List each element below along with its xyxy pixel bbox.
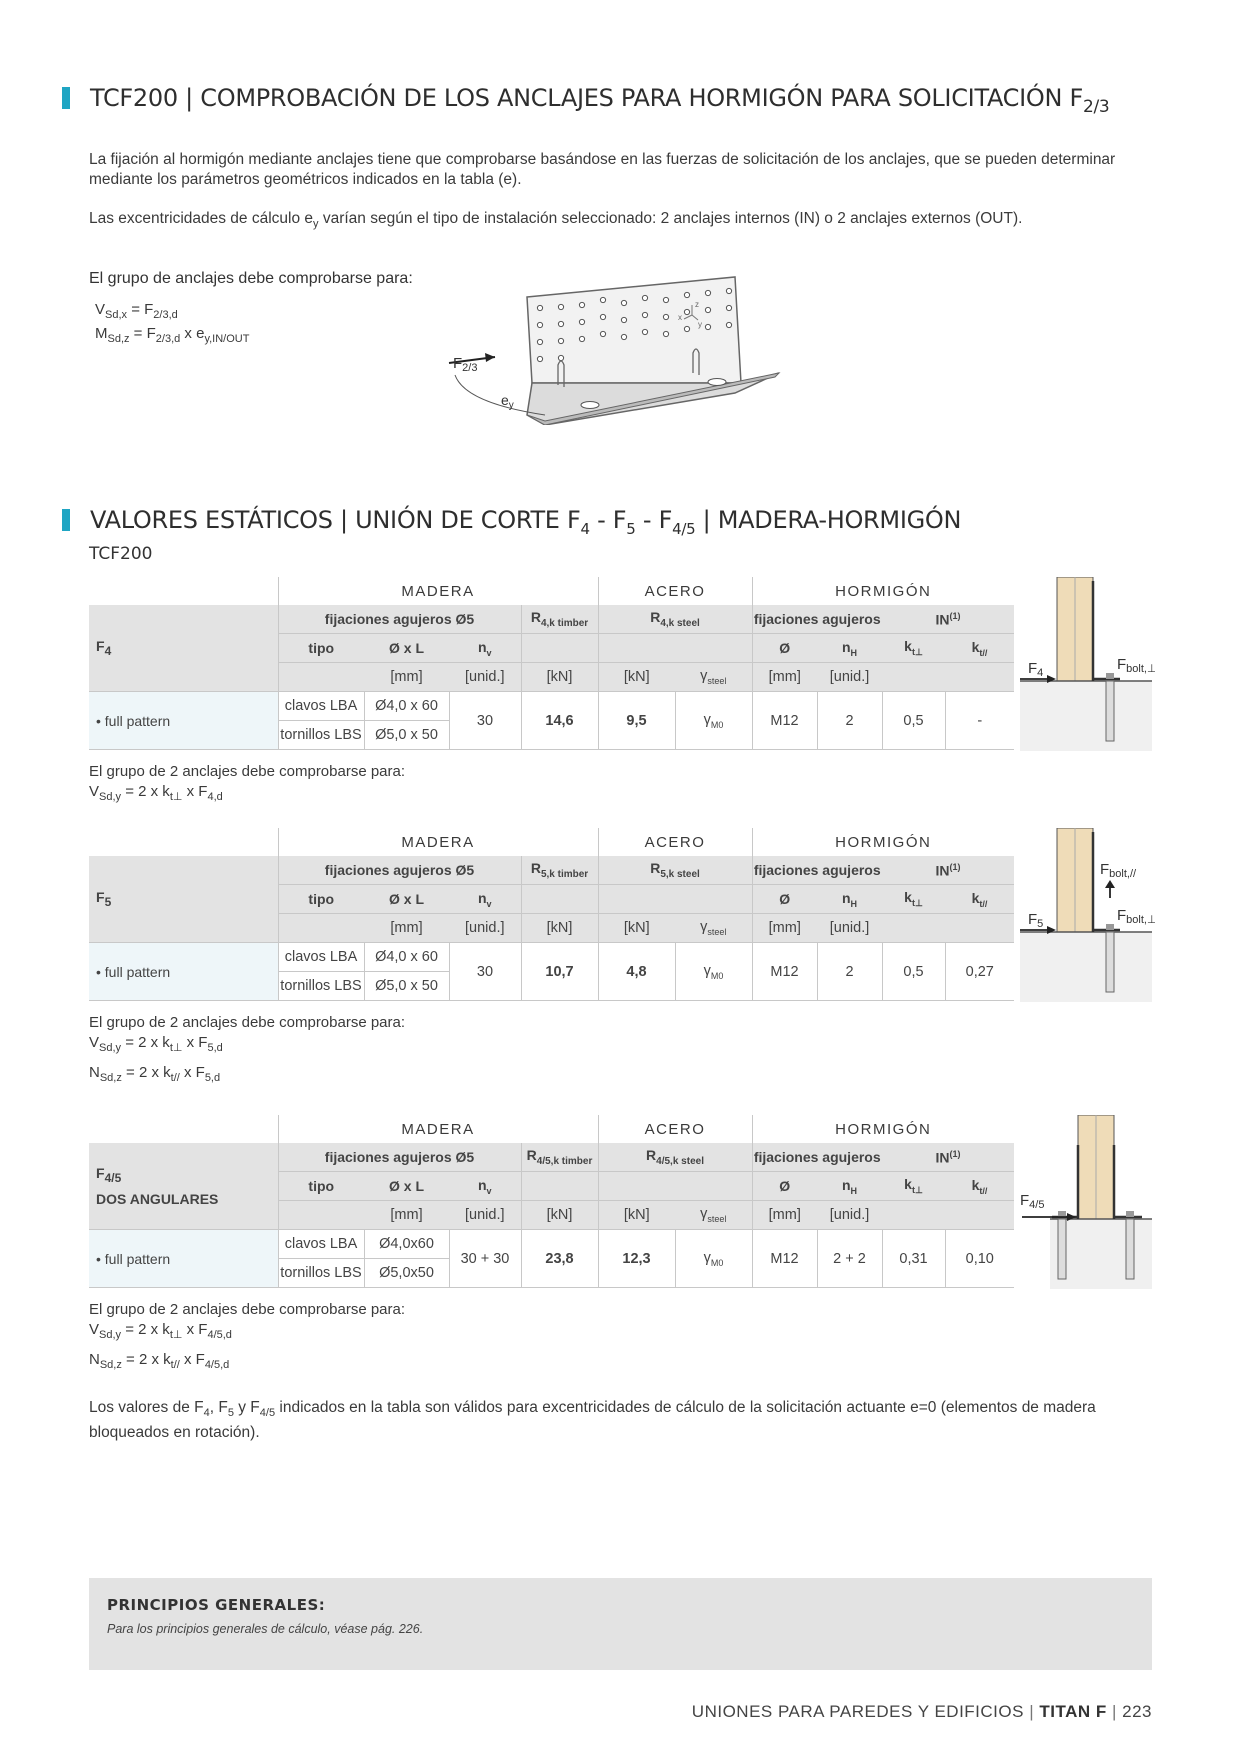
svg-text:y: y <box>698 320 702 329</box>
box-text: Para los principios generales de cálculo… <box>107 1622 424 1636</box>
svg-text:z: z <box>695 300 699 309</box>
formula-msdz: MSd,z = F2/3,d x ey,IN/OUT <box>95 325 250 345</box>
force-f23-label: F2/3 <box>453 355 477 374</box>
f45-label: F4/5 <box>1020 1192 1044 1211</box>
general-principles-box: PRINCIPIOS GENERALES: Para los principio… <box>89 1578 1152 1670</box>
figure-f5: F5 Fbolt,// Fbolt,⊥ <box>1020 828 1155 1002</box>
box-title: PRINCIPIOS GENERALES: <box>107 1596 326 1614</box>
eccentricity-paragraph: Las excentricidades de cálculo ey varían… <box>89 210 1023 231</box>
fbolt-perp-label: Fbolt,⊥ <box>1117 656 1155 675</box>
angle-bracket-diagram: z x y F2/3 ey <box>448 276 781 425</box>
figure-f4: F4 Fbolt,⊥ <box>1020 577 1155 751</box>
row-full-pattern: • full pattern <box>89 942 278 1001</box>
section-title-anchors: TCF200 | COMPROBACIÓN DE LOS ANCLAJES PA… <box>62 84 1110 117</box>
table-f4: MADERA ACERO HORMIGÓN F4 fijaciones aguj… <box>89 577 1014 750</box>
page-footer: UNIONES PARA PAREDES Y EDIFICIOS | TITAN… <box>691 1702 1152 1721</box>
figure-f45: F4/5 <box>1020 1115 1152 1289</box>
table-f4-check: El grupo de 2 anclajes debe comprobarse … <box>89 763 406 803</box>
formula-vsdx: VSd,x = F2/3,d <box>95 301 178 321</box>
row-full-pattern: • full pattern <box>89 691 278 750</box>
fbolt-perp-label: Fbolt,⊥ <box>1117 907 1155 926</box>
validity-note: Los valores de F4, F5 y F4/5 indicados e… <box>89 1399 1096 1442</box>
table-f45-check: El grupo de 2 anclajes debe comprobarse … <box>89 1301 406 1371</box>
accent-bar <box>62 509 70 531</box>
row-full-pattern: • full pattern <box>89 1229 278 1288</box>
section-title-static-values: VALORES ESTÁTICOS | UNIÓN DE CORTE F4 - … <box>62 506 961 538</box>
table-f5: MADERA ACERO HORMIGÓN F5 fijaciones aguj… <box>89 828 1014 1001</box>
svg-text:x: x <box>678 313 682 322</box>
anchor-check-title: El grupo de anclajes debe comprobarse pa… <box>89 270 413 287</box>
eccentricity-ey-label: ey <box>501 392 514 411</box>
table-f5-check: El grupo de 2 anclajes debe comprobarse … <box>89 1014 406 1084</box>
fbolt-parallel-label: Fbolt,// <box>1100 861 1137 880</box>
product-subtitle: TCF200 <box>89 544 153 564</box>
accent-bar <box>62 87 70 109</box>
f4-label: F4 <box>1028 660 1043 679</box>
f5-label: F5 <box>1028 911 1043 930</box>
intro-paragraph: La fijación al hormigón mediante anclaje… <box>89 151 1116 188</box>
